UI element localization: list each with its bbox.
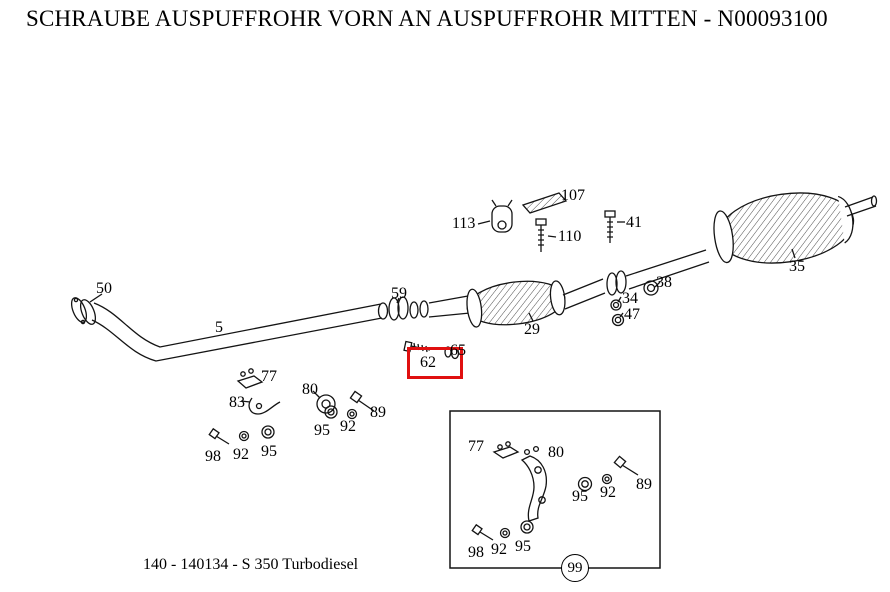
clamp-stack-art: [606, 270, 661, 327]
screw-98-art: [208, 427, 230, 445]
part-label-50[interactable]: 50: [96, 280, 112, 297]
part-label-35[interactable]: 35: [789, 258, 805, 275]
part-label-77[interactable]: 77: [261, 368, 277, 385]
part-label-59[interactable]: 59: [391, 285, 407, 302]
inset-bolt-89-art: [613, 455, 639, 476]
part-label-47[interactable]: 47: [624, 306, 640, 323]
middle-muffler-art: [428, 278, 606, 328]
part-label-95[interactable]: 95: [314, 422, 330, 439]
part-label-83[interactable]: 83: [229, 394, 245, 411]
bolt-41-art: [604, 210, 625, 243]
bolt-89-art: [349, 390, 375, 412]
part-label-77[interactable]: 77: [468, 438, 484, 455]
washer-92b-art: [238, 430, 250, 442]
part-label-89[interactable]: 89: [636, 476, 652, 493]
inset-washer-92-art: [601, 473, 613, 485]
rear-muffler-art: [625, 192, 878, 290]
part-label-113[interactable]: 113: [452, 215, 476, 232]
part-label-98[interactable]: 98: [468, 544, 484, 561]
inset-badge-label: 99: [567, 559, 583, 576]
bracket-77-art: [236, 368, 264, 389]
bracket-107-art: [521, 192, 568, 214]
inset-ring-95-art: [577, 476, 593, 492]
inset-detail-box: [449, 410, 661, 569]
part-label-95[interactable]: 95: [572, 488, 588, 505]
model-caption: 140 - 140134 - S 350 Turbodiesel: [143, 556, 359, 573]
part-label-92[interactable]: 92: [233, 446, 249, 463]
selected-part-highlight: [407, 347, 463, 379]
bolt-110-art: [535, 218, 557, 252]
part-label-98[interactable]: 98: [205, 448, 221, 465]
inset-screw-98-art: [471, 523, 494, 541]
joint-flange-art: [388, 296, 429, 321]
washer-92-art: [346, 408, 358, 420]
part-label-80[interactable]: 80: [302, 381, 318, 398]
ring-95-art: [324, 405, 338, 419]
part-label-110[interactable]: 110: [558, 228, 582, 245]
part-label-89[interactable]: 89: [370, 404, 386, 421]
hanger-113-art: [477, 199, 513, 233]
inset-badge-99[interactable]: 99: [561, 554, 589, 582]
part-label-5[interactable]: 5: [215, 319, 223, 336]
inset-bracket-80-art: [520, 445, 548, 522]
part-label-95[interactable]: 95: [515, 538, 531, 555]
ring-95b-art: [261, 425, 275, 439]
part-label-41[interactable]: 41: [626, 214, 642, 231]
hook-83-art: [240, 397, 281, 415]
part-label-92[interactable]: 92: [600, 484, 616, 501]
part-label-107[interactable]: 107: [561, 187, 585, 204]
inset-bracket-77-art: [492, 441, 520, 459]
front-pipe-art: [70, 293, 389, 362]
inset-ring-95b-art: [520, 520, 534, 534]
part-label-92[interactable]: 92: [491, 541, 507, 558]
part-label-95[interactable]: 95: [261, 443, 277, 460]
inset-washer-92b-art: [499, 527, 511, 539]
part-label-38[interactable]: 38: [656, 274, 672, 291]
part-label-92[interactable]: 92: [340, 418, 356, 435]
part-label-62[interactable]: 62: [420, 354, 436, 371]
part-label-65[interactable]: 65: [450, 342, 466, 359]
part-label-80[interactable]: 80: [548, 444, 564, 461]
page-title: SCHRAUBE AUSPUFFROHR VORN AN AUSPUFFROHR…: [26, 6, 828, 31]
part-label-34[interactable]: 34: [622, 290, 638, 307]
part-label-29[interactable]: 29: [524, 321, 540, 338]
